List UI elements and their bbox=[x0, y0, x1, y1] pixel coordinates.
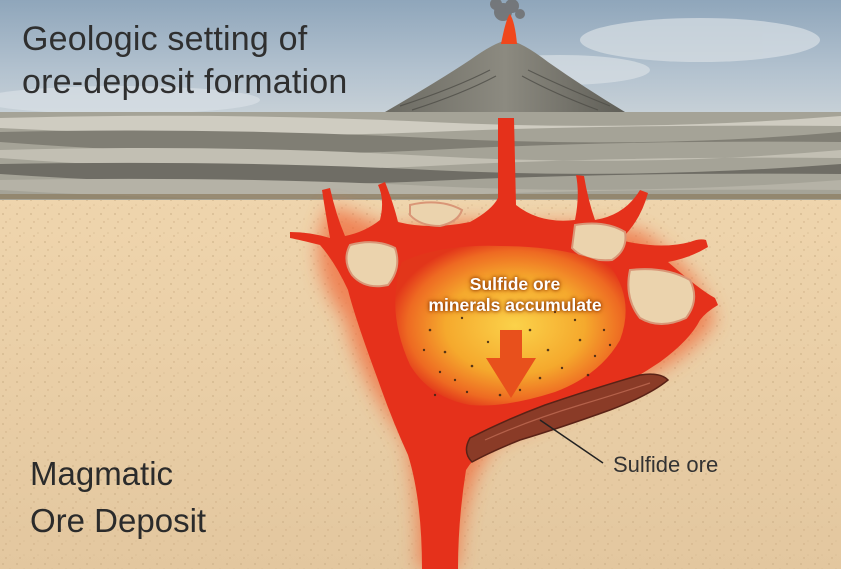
volcano-cone bbox=[385, 40, 625, 112]
host-rock-blocks bbox=[345, 201, 696, 325]
callout-line-2: minerals accumulate bbox=[428, 295, 602, 315]
sulfide-ore-label: Sulfide ore bbox=[613, 452, 719, 477]
summit-lava bbox=[501, 14, 517, 44]
deposit-type-line-2: Ore Deposit bbox=[30, 502, 207, 539]
title-line-1: Geologic setting of bbox=[22, 20, 308, 58]
title-line-2: ore-deposit formation bbox=[22, 63, 348, 101]
volcanic-smoke bbox=[490, 0, 525, 21]
down-arrow-icon bbox=[486, 330, 536, 398]
callout-line-1: Sulfide ore bbox=[469, 274, 561, 294]
deposit-type-line-1: Magmatic bbox=[30, 455, 174, 492]
magma-core bbox=[395, 245, 626, 406]
rock-strata bbox=[0, 112, 841, 200]
leader-line bbox=[539, 419, 604, 464]
accumulation-callout: Sulfide ore minerals accumulate bbox=[395, 274, 635, 316]
volcano-layers bbox=[399, 69, 611, 111]
ore-layer-highlight bbox=[484, 382, 651, 441]
sulfide-ore-layer bbox=[465, 373, 670, 463]
sulfide-crystals bbox=[422, 310, 612, 397]
